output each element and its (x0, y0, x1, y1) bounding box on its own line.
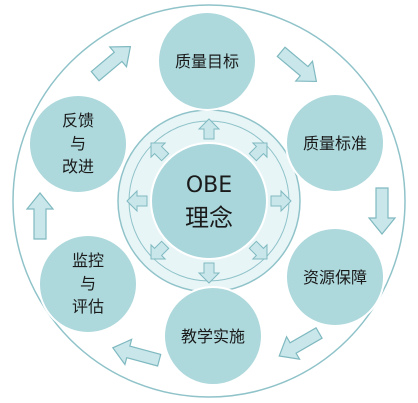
inner-arrow-shape (248, 142, 268, 162)
inner-arrow-shape (248, 240, 268, 260)
center-subtitle: 理念 (185, 204, 233, 232)
node-label-line: 与 (80, 274, 96, 293)
inner-arrow (248, 240, 268, 260)
center-title: OBE (186, 173, 232, 198)
arrow-monitor-to-feedback (25, 192, 55, 240)
inner-arrow (270, 189, 292, 213)
node-label: 资源保障 (303, 268, 367, 287)
node-circle (163, 286, 263, 386)
node-label: 质量标准 (303, 134, 367, 153)
inner-arrow (150, 240, 170, 260)
inner-arrow-shape (150, 142, 170, 162)
node-circle (157, 11, 257, 111)
inner-arrow (248, 142, 268, 162)
node-circle (285, 227, 385, 327)
node-resource-guarantee: 资源保障 (285, 227, 385, 327)
arrow-teaching-to-monitor (111, 338, 162, 367)
node-quality-goal: 质量目标 (157, 11, 257, 111)
node-label: 教学实施 (181, 327, 245, 346)
inner-arrow (150, 142, 170, 162)
inner-arrow-shape (197, 262, 221, 284)
node-label-line: 监控 (72, 251, 104, 270)
node-monitor-evaluate: 监控 与 评估 (38, 234, 138, 334)
node-feedback-improve: 反馈 与 改进 (28, 94, 128, 194)
node-label-line: 评估 (72, 297, 104, 316)
inner-arrow-shape (126, 189, 148, 213)
arrow-resource-to-teaching (278, 326, 323, 361)
inner-arrow (197, 262, 221, 284)
inner-arrow-shape (150, 240, 170, 260)
node-label: 质量目标 (175, 52, 239, 71)
node-quality-standard: 质量标准 (285, 93, 385, 193)
arrow-goal-to-standard (276, 46, 318, 83)
node-circle (28, 94, 128, 194)
center-circle (150, 142, 268, 260)
inner-arrows (126, 118, 292, 284)
inner-arrow (126, 189, 148, 213)
inner-arrow (197, 118, 221, 140)
outer-arrows (25, 45, 397, 367)
inner-arrow-shape (197, 118, 221, 140)
node-teaching-implementation: 教学实施 (163, 286, 263, 386)
arrow-feedback-to-goal (90, 45, 132, 82)
node-label-line: 改进 (62, 157, 94, 176)
node-label-line: 反馈 (62, 111, 94, 130)
arrow-standard-to-resource (367, 187, 397, 235)
node-label-line: 与 (70, 134, 86, 153)
inner-arrow-shape (270, 189, 292, 213)
node-circle (38, 234, 138, 334)
node-circle (285, 93, 385, 193)
